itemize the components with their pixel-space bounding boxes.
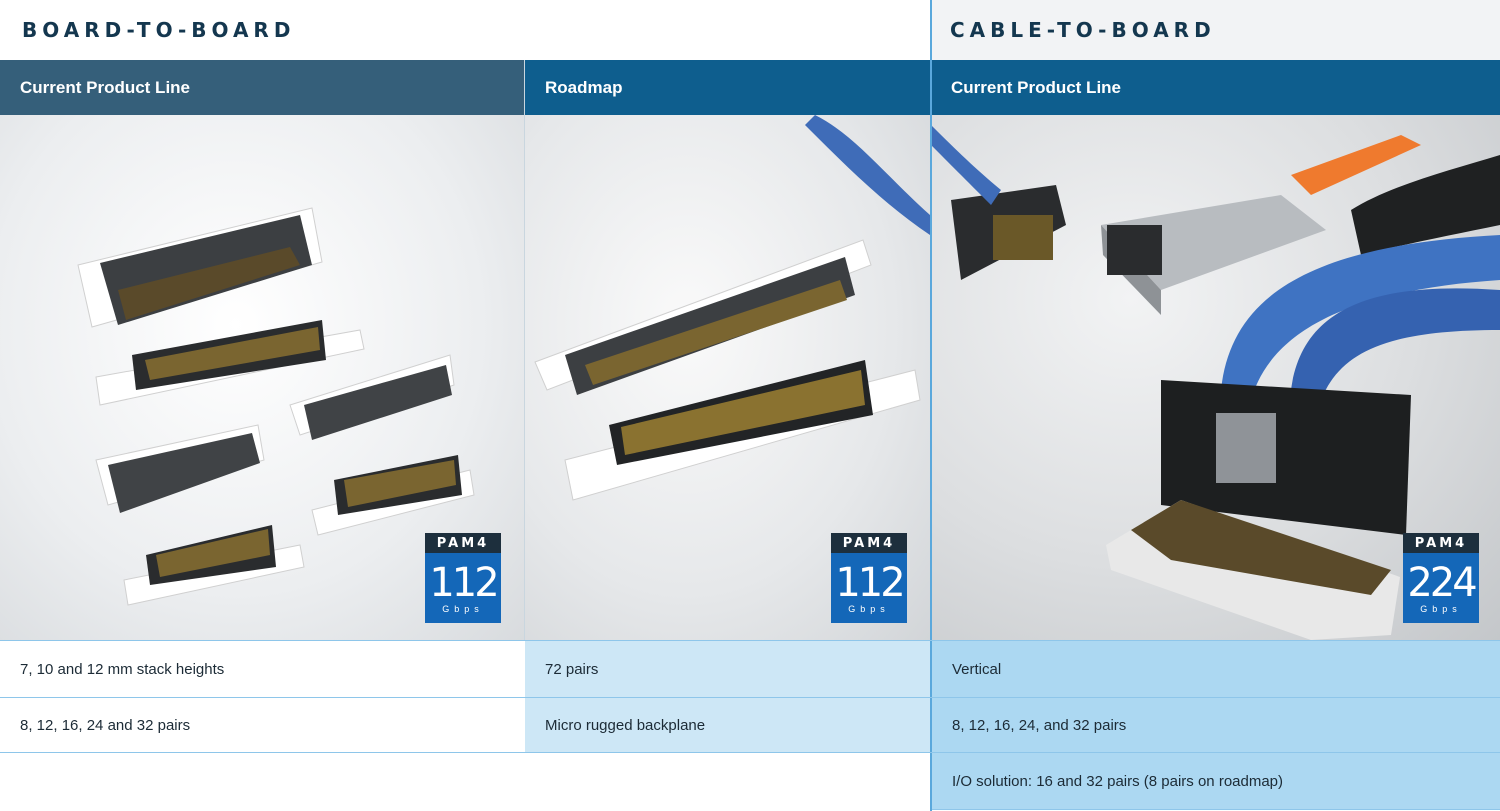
cable-bundle (805, 115, 930, 235)
spec-cell: Micro rugged backplane (525, 698, 930, 752)
pam4-224-badge: PAM4 224 Gbps (1403, 533, 1479, 623)
badge-label: PAM4 (831, 533, 907, 553)
badge-speed-value: 112 (835, 559, 905, 606)
spec-cell: Vertical (932, 641, 1500, 697)
column-header-current-b2b: Current Product Line (0, 60, 524, 115)
spec-cell: 8, 12, 16, 24 and 32 pairs (0, 698, 524, 752)
spec-cell: 8, 12, 16, 24, and 32 pairs (932, 698, 1500, 752)
spec-cell-empty (525, 753, 930, 809)
badge-speed-value: 112 (429, 559, 499, 606)
row-divider (0, 697, 1500, 698)
small-connector-set-right (289, 354, 475, 536)
small-connector-set-left (95, 424, 305, 606)
column-divider (524, 60, 525, 640)
spec-cell: I/O solution: 16 and 32 pairs (8 pairs o… (932, 753, 1500, 809)
badge-speed-unit: Gbps (848, 603, 890, 614)
section-title-cable-to-board: CABLE-TO-BOARD (930, 0, 1500, 60)
board-header-connector (1106, 500, 1400, 640)
spec-cell: 7, 10 and 12 mm stack heights (0, 641, 524, 697)
spec-cell: 72 pairs (525, 641, 930, 697)
column-header-roadmap: Roadmap (525, 60, 930, 115)
board-to-board-connector-sets-image (0, 115, 524, 640)
pam4-112-badge: PAM4 112 Gbps (425, 533, 501, 623)
large-connector-set (77, 207, 365, 406)
row-divider (0, 752, 1500, 753)
backplane-connector-lower (564, 360, 921, 501)
vertical-connector-small (931, 124, 1066, 280)
badge-speed-unit: Gbps (442, 603, 484, 614)
badge-label: PAM4 (425, 533, 501, 553)
column-header-current-c2b: Current Product Line (931, 60, 1500, 115)
section-divider (930, 0, 932, 811)
row-divider (0, 640, 1500, 641)
backplane-connector-upper (534, 239, 872, 395)
section-title-board-to-board: BOARD-TO-BOARD (0, 0, 930, 60)
io-connector-image (1101, 135, 1500, 315)
pam4-112-badge-roadmap: PAM4 112 Gbps (831, 533, 907, 623)
badge-label: PAM4 (1403, 533, 1479, 553)
badge-speed-unit: Gbps (1420, 603, 1462, 614)
cable-harness-connector (1161, 235, 1500, 535)
row-divider (932, 809, 1500, 810)
spec-cell-empty (0, 753, 524, 809)
cable-to-board-connector-image (931, 115, 1500, 640)
badge-speed-value: 224 (1407, 559, 1477, 606)
